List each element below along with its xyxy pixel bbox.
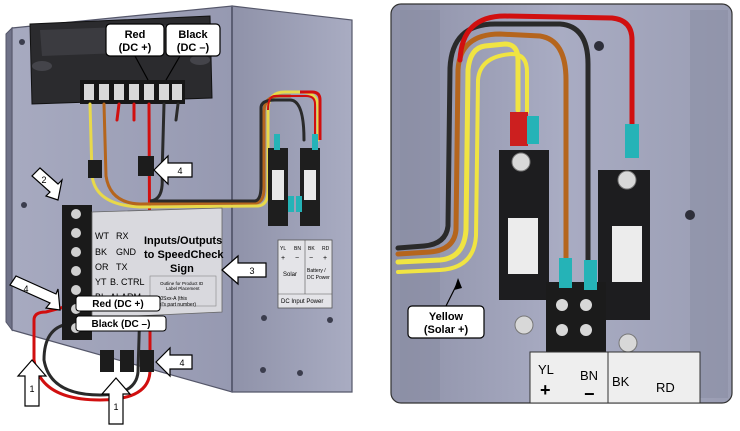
svg-text:(DC –): (DC –) (177, 42, 210, 54)
io-label-part-1: 8000Sxx-A (this (152, 296, 188, 302)
wire-clip (138, 156, 154, 176)
svg-text:1: 1 (29, 384, 34, 394)
dc-label-footer: DC Input Power (281, 299, 323, 305)
dc-label-sign-4: + (323, 255, 327, 262)
dc-label-bn: BN (294, 246, 301, 252)
wire-clip (120, 350, 134, 372)
dc-label-solar: Solar (283, 272, 297, 278)
terminal-label-rx: RX (116, 231, 129, 241)
polarity-plus: + (540, 380, 551, 400)
io-label-title-3: Sign (170, 263, 194, 275)
callout-red-dc-plus-top: Red (DC +) (105, 23, 165, 81)
svg-text:Black: Black (178, 29, 208, 41)
io-label-fineprint-1: Outline for Product ID (160, 281, 204, 286)
arrow-2-left: 2 (31, 167, 63, 201)
terminal-label-gnd: GND (116, 247, 137, 257)
svg-text:4: 4 (23, 284, 28, 294)
io-label-fineprint-2: Label Placement (166, 286, 200, 291)
dc-input-assembly: YL BN BK RD + − − + Solar Battery / DC P… (267, 90, 333, 309)
svg-text:(DC +): (DC +) (119, 42, 152, 54)
wire-clip (140, 350, 154, 372)
svg-text:4: 4 (177, 166, 182, 176)
polarity-bn: BN (580, 368, 598, 383)
polarity-bk: BK (612, 374, 630, 389)
arrow-4-left: 4 (9, 275, 61, 311)
left-figure: WT RX BK GND OR TX YT B. CTRL BL ALARM I… (5, 5, 353, 425)
wire-clip (100, 350, 114, 372)
right-figure: YL BN BK RD + − Yellow (Solar +) (390, 3, 733, 404)
dc-label-rd: RD (322, 246, 330, 252)
dc-label-sign-1: + (281, 255, 285, 262)
dc-label-battery-1: Battery / (307, 268, 326, 274)
terminal-label-tx: TX (116, 262, 128, 272)
svg-text:Yellow: Yellow (429, 311, 464, 323)
polarity-rd: RD (656, 380, 675, 395)
svg-text:3: 3 (249, 266, 254, 276)
callout-red-dc-plus-bottom: Red (DC +) (75, 295, 161, 312)
svg-text:1: 1 (113, 402, 118, 412)
callout-black-dc-minus-top: Black (DC –) (165, 23, 221, 81)
io-label-title-1: Inputs/Outputs (144, 235, 222, 247)
top-terminal-strip (80, 80, 185, 104)
arrow-1-bottom-left: 1 (16, 359, 48, 407)
callout-yellow-solar-plus: Yellow (Solar +) (407, 278, 485, 339)
terminal-label-or: OR (95, 262, 109, 272)
terminal-label-yt: YT (95, 277, 107, 287)
right-wire-bundle (395, 13, 635, 274)
battery-fuse-holder (598, 124, 650, 320)
svg-text:Red (DC +): Red (DC +) (92, 299, 143, 310)
dc-label-sign-2: − (295, 255, 299, 262)
arrow-4-top-right: 4 (153, 154, 193, 186)
svg-text:Black (DC –): Black (DC –) (92, 319, 151, 330)
dc-label-sign-3: − (309, 255, 313, 262)
svg-text:(Solar +): (Solar +) (424, 324, 469, 336)
polarity-yl: YL (538, 362, 554, 377)
enclosure-side-wall (5, 26, 13, 332)
dc-label-yl: YL (280, 246, 286, 252)
terminal-label-wt: WT (95, 231, 109, 241)
svg-text:2: 2 (41, 175, 46, 185)
solar-fuse-holder (499, 112, 549, 300)
terminal-label-bk: BK (95, 247, 107, 257)
wire-clip (88, 160, 102, 178)
dc-label-battery-2: DC Power (307, 275, 330, 281)
io-label-part-2: label's part number) (152, 302, 196, 308)
svg-text:4: 4 (179, 358, 184, 368)
polarity-minus: − (584, 384, 595, 404)
arrow-3-right: 3 (221, 254, 267, 286)
io-label-title-2: to SpeedCheck (144, 249, 224, 261)
dc-terminal-strip (514, 258, 638, 354)
dc-label-bk: BK (308, 246, 315, 252)
callout-black-dc-minus-bottom: Black (DC –) (75, 315, 167, 332)
dc-polarity-label: YL BN BK RD + − (529, 351, 701, 404)
svg-text:Red: Red (125, 29, 146, 41)
arrow-4-bottom-right: 4 (155, 346, 193, 378)
terminal-label-b-ctrl: B. CTRL (110, 277, 145, 287)
arrow-1-bottom-mid: 1 (100, 377, 132, 425)
